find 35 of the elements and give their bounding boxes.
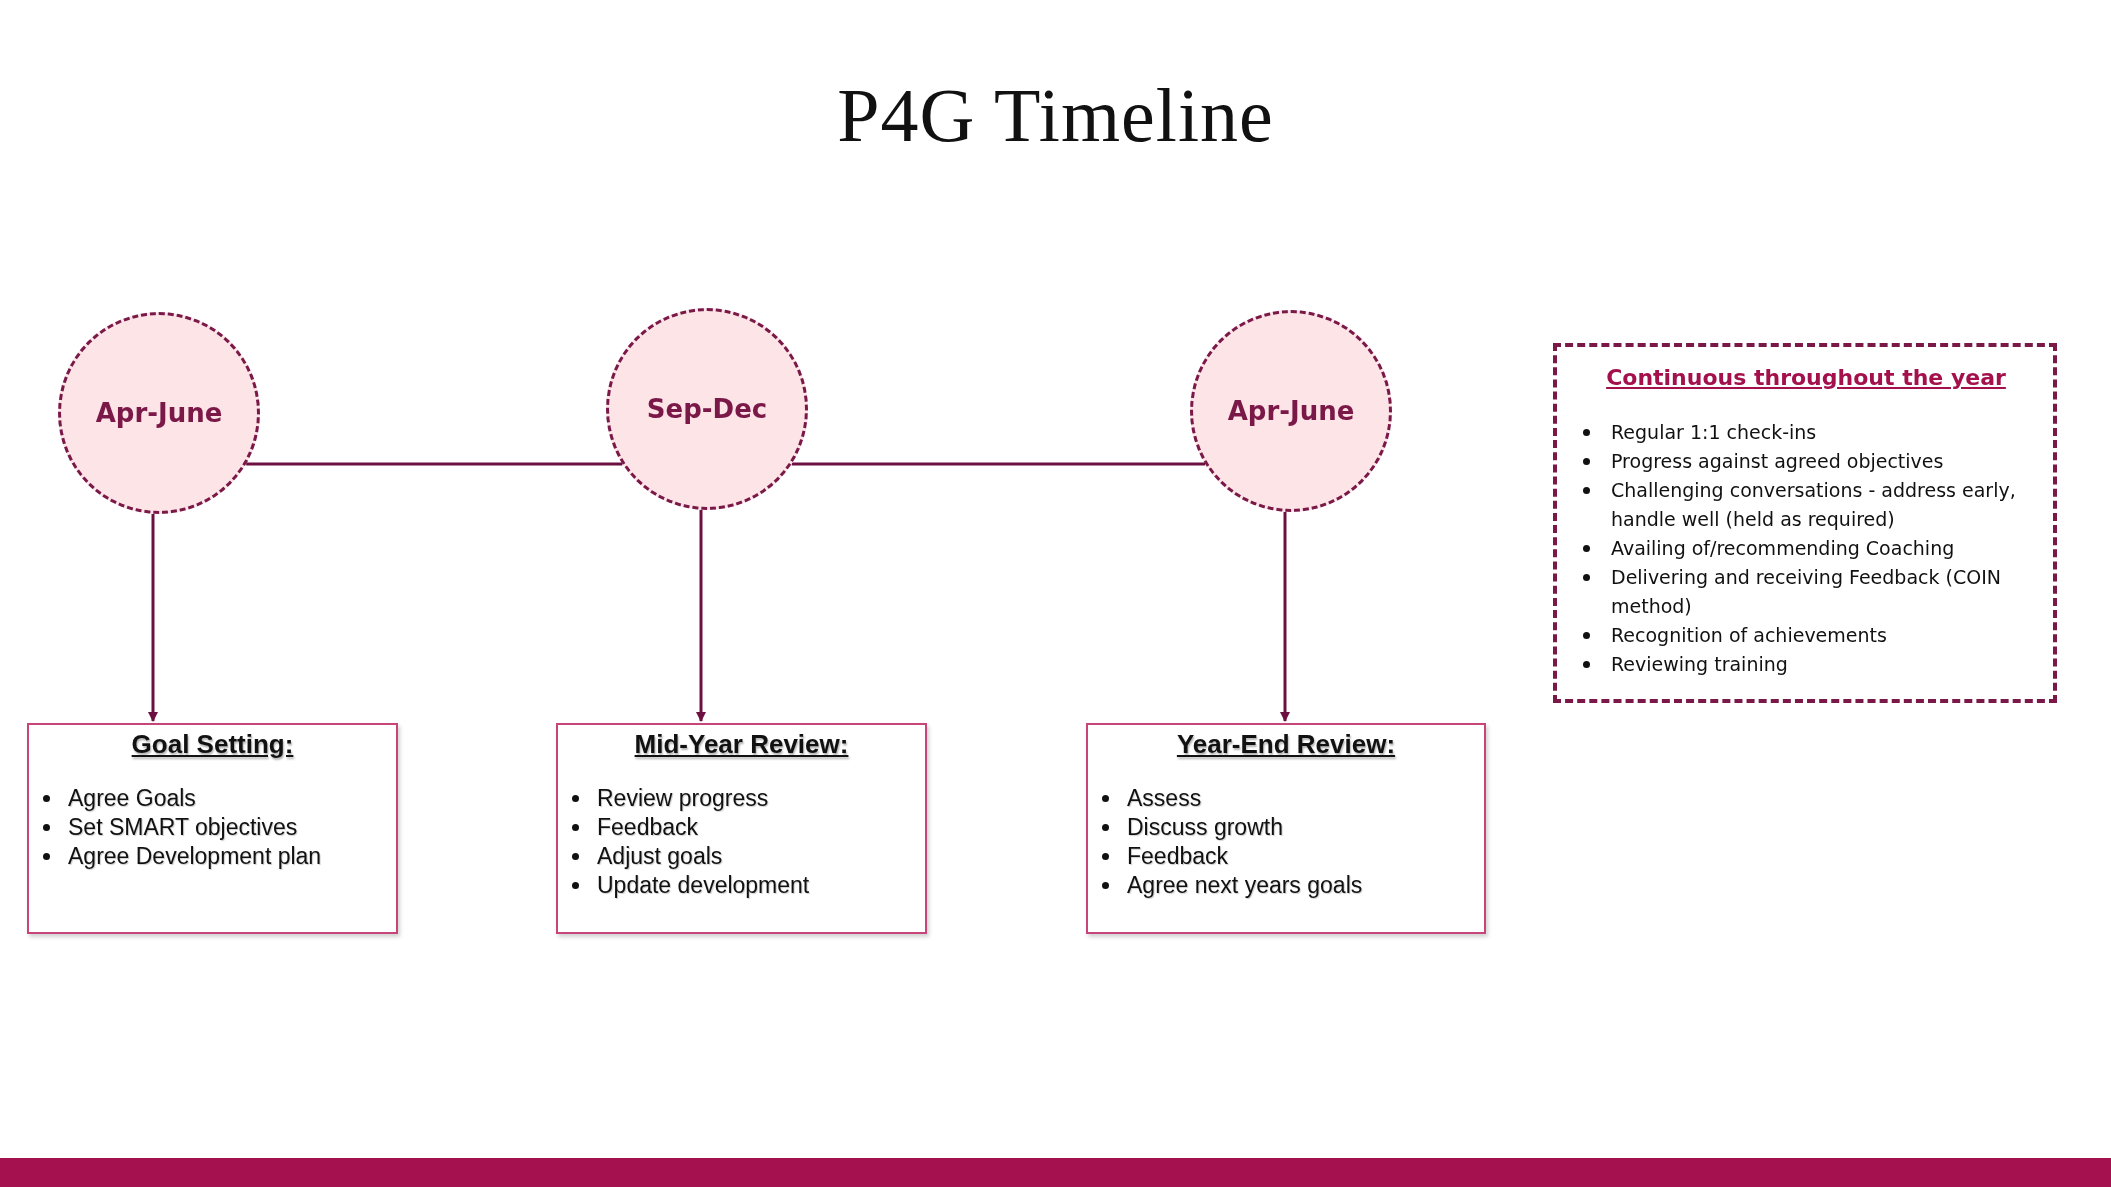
bullet-item: Agree next years goals — [1127, 871, 1363, 900]
arrow — [1280, 511, 1290, 722]
bullet-item: Progress against agreed objectives — [1611, 449, 1944, 474]
stage-box — [27, 723, 398, 934]
date-label: Sep-Dec — [646, 394, 768, 424]
bullet-item: Feedback — [597, 813, 698, 842]
arrow — [148, 513, 158, 722]
bullet-item: Assess — [1127, 784, 1202, 813]
stage-heading: Year-End Review: — [1176, 729, 1396, 760]
bullet-item: Challenging conversations - address early, handle well (held as required) — [1611, 478, 2017, 532]
bullet-item: Delivering and receiving Feedback (COIN method) — [1611, 565, 2002, 619]
bullet-item: Agree Goals — [68, 784, 196, 813]
bullet-item: Reviewing training — [1611, 652, 1788, 677]
note-heading: Continuous throughout the year — [1606, 365, 2006, 390]
stage-box — [1086, 723, 1486, 934]
arrow — [696, 509, 706, 722]
bullet-item: Feedback — [1127, 842, 1228, 871]
bullet-item: Regular 1:1 check-ins — [1611, 420, 1817, 445]
bullet-item: Review progress — [597, 784, 769, 813]
bullet-item: Adjust goals — [597, 842, 723, 871]
bullet-item: Discuss growth — [1127, 813, 1283, 842]
bullet-item: Set SMART objectives — [68, 813, 298, 842]
title: P4G Timeline — [837, 72, 1274, 159]
bullet-item: Recognition of achievements — [1611, 623, 1887, 648]
timeline-line — [246, 462, 623, 466]
bullet-item: Agree Development plan — [68, 842, 322, 871]
timeline-line — [791, 462, 1205, 466]
stage-heading: Goal Setting: — [131, 729, 294, 760]
stage-box — [556, 723, 927, 934]
bullet-item: Update development — [597, 871, 810, 900]
dashed-note-box — [1553, 343, 2057, 703]
date-label: Apr-June — [1227, 396, 1355, 426]
date-label: Apr-June — [95, 398, 223, 428]
stage-heading: Mid-Year Review: — [634, 729, 849, 760]
bullet-item: Availing of/recommending Coaching — [1611, 536, 1955, 561]
